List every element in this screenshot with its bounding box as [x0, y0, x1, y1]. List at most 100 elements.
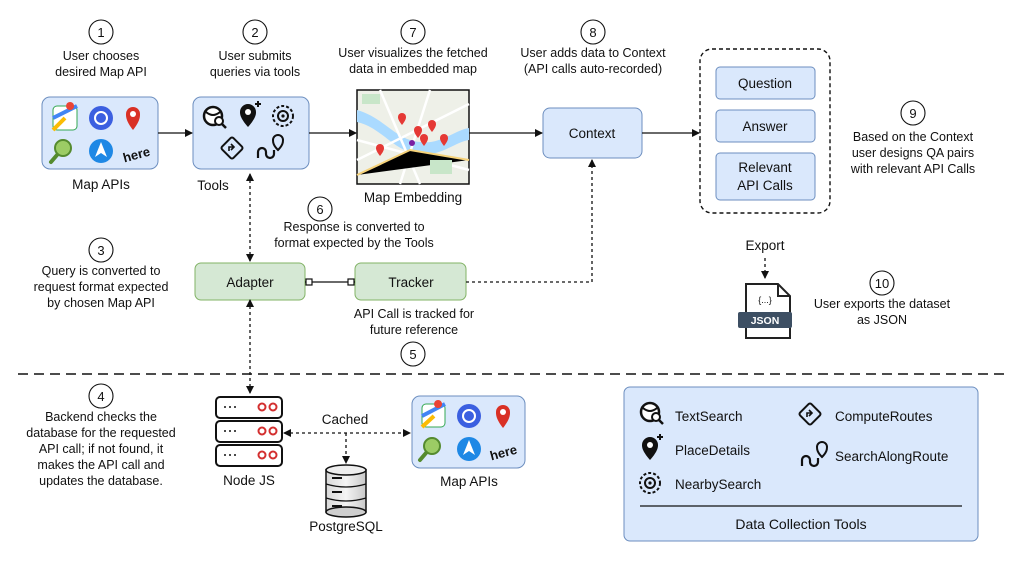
step-caption: User chooses — [63, 49, 139, 63]
step-caption: data in embedded map — [349, 62, 477, 76]
nearby-target-icon — [639, 472, 661, 494]
step-number: 8 — [589, 25, 596, 40]
route-path-icon — [256, 134, 285, 160]
legend-label: NearbySearch — [675, 477, 761, 492]
step-7: 7 User visualizes the fetched data in em… — [338, 19, 488, 76]
step-caption: User adds data to Context — [520, 46, 666, 60]
step-3: 3 Query is converted to request format e… — [34, 237, 169, 310]
step-caption: makes the API call and — [37, 458, 164, 472]
route-path-icon — [800, 441, 829, 468]
step-caption: User visualizes the fetched — [338, 46, 487, 60]
question-label: Question — [738, 76, 792, 91]
route-diamond-icon — [798, 402, 822, 426]
step-caption: queries via tools — [210, 65, 300, 79]
step-8: 8 User adds data to Context (API calls a… — [520, 19, 666, 76]
nearby-target-icon — [272, 105, 294, 127]
step-4: 4 Backend checks the database for the re… — [26, 383, 176, 488]
step-caption: request format expected — [34, 280, 169, 294]
qa-pair-group: Question Answer Relevant API Calls — [699, 48, 831, 214]
map-embedding-label: Map Embedding — [364, 190, 462, 205]
step-caption: Query is converted to — [42, 264, 161, 278]
step-caption: (API calls auto-recorded) — [524, 62, 662, 76]
server-icon — [215, 396, 283, 467]
route-diamond-icon — [220, 136, 244, 160]
globe-search-icon — [639, 401, 664, 425]
export-label: Export — [745, 238, 784, 253]
tools-box — [192, 96, 310, 170]
here-logo-icon: here — [488, 442, 518, 464]
legend-item-nearbysearch: NearbySearch — [639, 472, 761, 494]
cached-label: Cached — [322, 412, 369, 427]
step-caption: Response is converted to — [283, 220, 424, 234]
here-logo-icon: here — [121, 144, 151, 166]
svg-text:{...}: {...} — [758, 295, 772, 305]
map-apis-box-top: here — [41, 96, 159, 170]
context-label: Context — [569, 126, 616, 141]
relevant-api-calls-box: Relevant API Calls — [715, 152, 816, 201]
step-caption: User submits — [219, 49, 292, 63]
legend-label: SearchAlongRoute — [835, 449, 948, 464]
step-9: 9 Based on the Context user designs QA p… — [850, 100, 975, 176]
svg-text:JSON: JSON — [751, 315, 780, 327]
map-search-icon — [49, 139, 72, 164]
step-number: 2 — [251, 25, 258, 40]
step-number: 10 — [875, 276, 889, 291]
navigation-circle-icon — [457, 404, 481, 428]
step-number: 6 — [316, 202, 323, 217]
postgresql-label: PostgreSQL — [309, 519, 383, 534]
step-caption: desired Map API — [55, 65, 147, 79]
step-2: 2 User submits queries via tools — [210, 19, 300, 79]
step-number: 4 — [97, 389, 104, 404]
relevant-label-line2: API Calls — [737, 178, 793, 193]
google-maps-icon — [420, 400, 446, 429]
step-caption: User exports the dataset — [814, 297, 951, 311]
step-caption: API call; if not found, it — [39, 442, 164, 456]
compass-arrow-icon — [89, 139, 113, 163]
step-number: 5 — [409, 347, 416, 362]
legend-item-textsearch: TextSearch — [639, 401, 743, 425]
context-box: Context — [542, 107, 643, 159]
tracker-label: Tracker — [388, 275, 434, 290]
map-pin-icon — [126, 107, 140, 130]
step-10: 10 User exports the dataset as JSON — [814, 270, 951, 327]
place-pin-icon — [240, 101, 261, 127]
step-caption: Based on the Context — [853, 130, 974, 144]
legend-title: Data Collection Tools — [735, 516, 866, 532]
map-embedding-image — [356, 89, 470, 185]
svg-text:here: here — [121, 144, 151, 166]
step-caption: as JSON — [857, 313, 907, 327]
step-1: 1 User chooses desired Map API — [55, 19, 147, 79]
globe-search-icon — [202, 105, 227, 129]
step-number: 1 — [97, 25, 104, 40]
adapter-label: Adapter — [226, 275, 274, 290]
step-caption: by chosen Map API — [47, 296, 155, 310]
node-js-label: Node JS — [223, 473, 275, 488]
adapter-tracker-connector — [305, 278, 355, 286]
map-apis-box-bottom: here — [411, 395, 526, 469]
map-search-icon — [418, 437, 441, 462]
tracker-box: Tracker — [354, 262, 467, 301]
map-pin-icon — [496, 405, 510, 428]
relevant-label-line1: Relevant — [738, 160, 792, 175]
navigation-circle-icon — [89, 106, 113, 130]
legend-label: ComputeRoutes — [835, 409, 933, 424]
map-apis-label-bottom: Map APIs — [440, 474, 498, 489]
step-5: 5 — [400, 341, 426, 367]
step-caption: database for the requested — [26, 426, 175, 440]
google-maps-icon — [51, 102, 78, 132]
answer-box: Answer — [715, 109, 816, 143]
svg-text:here: here — [488, 442, 518, 464]
tracker-note-line2: future reference — [370, 323, 458, 337]
step-caption: user designs QA pairs — [852, 146, 974, 160]
map-apis-label-top: Map APIs — [72, 177, 130, 192]
step-caption: with relevant API Calls — [850, 162, 975, 176]
arrow-tracker-context — [466, 159, 596, 283]
compass-arrow-icon — [457, 437, 481, 461]
adapter-box: Adapter — [194, 262, 306, 301]
step-6: 6 Response is converted to format expect… — [274, 196, 434, 250]
json-file-icon: {...} JSON — [738, 283, 792, 339]
legend-label: TextSearch — [675, 409, 743, 424]
step-caption: Backend checks the — [45, 410, 157, 424]
step-number: 7 — [409, 25, 416, 40]
